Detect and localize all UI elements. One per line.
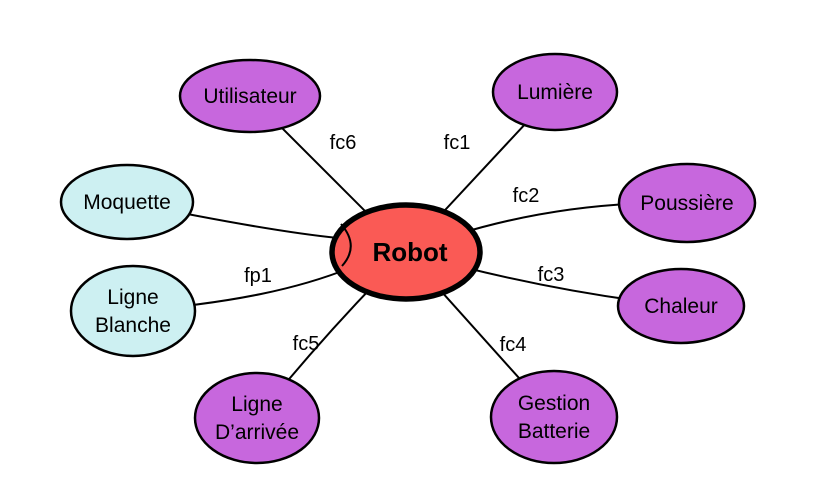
node-poussiere-shape (617, 162, 757, 244)
node-lumiere-label: Lumière (517, 81, 593, 104)
node-robot: Robot (329, 202, 483, 302)
node-poussiere-label: Poussière (640, 192, 733, 215)
node-chaleur-label: Chaleur (644, 295, 718, 318)
node-ligne-darrivee-label-line1: Ligne (231, 393, 282, 416)
node-ligne-darrivee-label-line2: D’arrivée (215, 421, 299, 444)
edge-moquette-hook (340, 223, 352, 267)
edge-fc2-label: fc2 (513, 185, 540, 207)
edge-fp1-label: fp1 (244, 265, 272, 287)
node-gestion-batterie-label-line1: Gestion (518, 392, 590, 415)
node-lumiere-shape (491, 52, 619, 132)
outer-nodes: Utilisateur Lumière Poussière Chaleur Ge… (59, 52, 757, 465)
node-ligne-darrivee-shape (193, 371, 321, 465)
edge-labels: fc1 fc2 fc3 fc4 fc5 fc6 fp1 (244, 132, 564, 356)
node-ligne-blanche-label-line1: Ligne (107, 286, 158, 309)
node-gestion-batterie: Gestion Batterie (489, 369, 619, 465)
node-gestion-batterie-shape (489, 369, 619, 465)
node-ligne-blanche: Ligne Blanche (69, 264, 197, 358)
edge-fc1-label: fc1 (444, 132, 471, 154)
edge-fc3-label: fc3 (538, 264, 565, 286)
node-moquette: Moquette (59, 163, 195, 241)
node-utilisateur-shape (178, 58, 322, 134)
node-moquette-shape (59, 163, 195, 241)
node-ligne-blanche-label-line2: Blanche (95, 314, 171, 337)
node-utilisateur-label: Utilisateur (203, 85, 296, 108)
node-ligne-darrivee: Ligne D’arrivée (193, 371, 321, 465)
edge-fc4-label: fc4 (500, 334, 527, 356)
node-lumiere: Lumière (491, 52, 619, 132)
node-chaleur: Chaleur (616, 267, 746, 345)
edge-fc6-label: fc6 (330, 132, 357, 154)
node-robot-label: Robot (372, 237, 447, 267)
node-poussiere: Poussière (617, 162, 757, 244)
node-robot-shape (329, 202, 483, 302)
edge-fc5-label: fc5 (293, 333, 320, 355)
node-ligne-blanche-shape (69, 264, 197, 358)
node-moquette-label: Moquette (83, 191, 171, 214)
node-gestion-batterie-label-line2: Batterie (518, 420, 590, 443)
node-chaleur-shape (616, 267, 746, 345)
node-utilisateur: Utilisateur (178, 58, 322, 134)
